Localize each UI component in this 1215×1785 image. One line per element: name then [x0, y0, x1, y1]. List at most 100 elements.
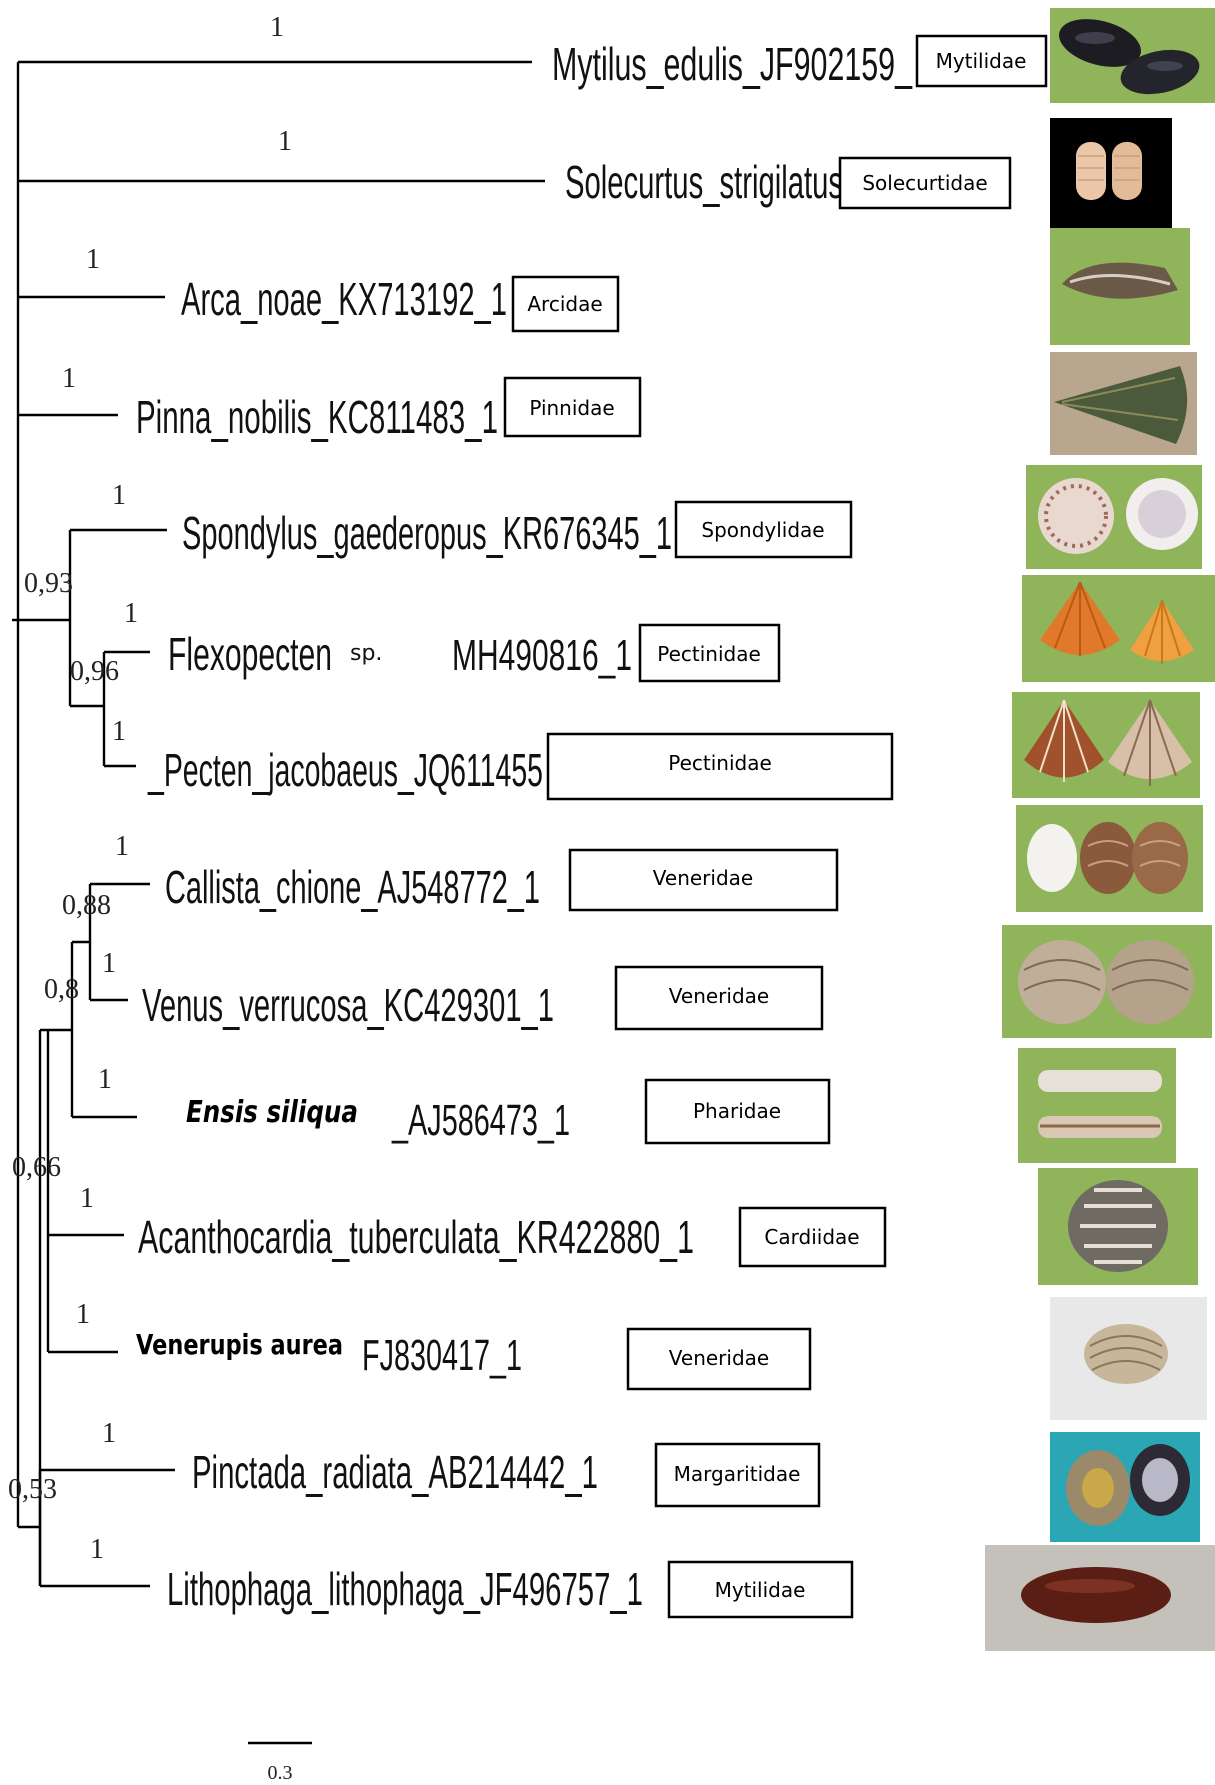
family-box-cardiidae: Cardiidae	[740, 1208, 885, 1266]
support-acanthocardia: 1	[80, 1183, 94, 1214]
family-box-pinnidae: Pinnidae	[505, 378, 640, 436]
taxon-name: Callista_chione	[165, 861, 361, 913]
support-venus: 1	[102, 948, 116, 979]
family-name: Pectinidae	[657, 642, 761, 666]
taxon-accession: _JQ611455	[397, 744, 543, 796]
taxon-accession: _KR422880_1	[499, 1211, 694, 1263]
taxon-ensis-accession: _AJ586473_1	[391, 1096, 570, 1145]
taxon-accession: _AB214442_1	[411, 1446, 598, 1498]
family-name: Veneridae	[669, 1346, 769, 1370]
family-name: Margaritidae	[674, 1462, 801, 1486]
support-ensis: 1	[98, 1064, 112, 1095]
taxon-name: Acanthocardia_tuberculata	[138, 1211, 500, 1263]
taxon-acanthocardia: Acanthocardia_tuberculata_KR422880_1	[138, 1211, 694, 1263]
support-pinctada: 1	[102, 1418, 116, 1449]
taxon-name: Venus_verrucosa	[142, 979, 368, 1031]
node-support-096: 0,96	[70, 656, 119, 687]
taxon-pinna: Pinna_nobilis_KC811483_1	[136, 391, 498, 443]
family-box-arcidae: Arcidae	[513, 277, 618, 331]
taxon-lithophaga: Lithophaga_lithophaga_JF496757_1	[167, 1563, 643, 1615]
support-lithophaga: 1	[90, 1534, 104, 1565]
photo-callista-chione	[1016, 805, 1203, 912]
taxon-venerupis-accession: FJ830417_1	[362, 1331, 522, 1380]
family-name: Veneridae	[653, 866, 753, 890]
taxon-name: Spondylus_gaederopus	[182, 507, 487, 559]
node-support-066: 0,66	[12, 1152, 61, 1183]
photo-pecten-jacobaeus	[1012, 692, 1200, 798]
taxon-flexopecten-accession: MH490816_1	[452, 631, 632, 680]
taxon-spondylus: Spondylus_gaederopus_KR676345_1	[182, 507, 672, 559]
taxon-arca: Arca_noae_KX713192_1	[181, 273, 507, 325]
family-name: Mytilidae	[936, 49, 1027, 73]
family-box-solecurtidae: Solecurtidae	[840, 158, 1010, 208]
photo-ensis-siliqua	[1018, 1048, 1176, 1163]
node-support-093: 0,93	[24, 568, 73, 599]
shell-photos	[985, 8, 1215, 1651]
taxon-name: Solecurtus_strigilatus	[565, 156, 843, 208]
taxon-flexopecten: Flexopecten	[168, 628, 332, 680]
support-pinna: 1	[62, 363, 76, 394]
photo-pinna-nobilis	[1050, 352, 1197, 455]
photo-pinctada-radiata	[1050, 1432, 1200, 1542]
scale-bar: 0.3	[248, 1743, 312, 1784]
photo-flexopecten	[1022, 575, 1215, 682]
photo-acanthocardia	[1038, 1168, 1198, 1285]
family-box-veneridae-1: Veneridae	[570, 850, 837, 910]
family-name: Mytilidae	[715, 1578, 806, 1602]
family-box-pharidae: Pharidae	[646, 1080, 829, 1143]
support-pecten: 1	[112, 716, 126, 747]
node-support-053: 0,53	[8, 1474, 57, 1505]
family-box-mytilidae: Mytilidae	[917, 36, 1046, 86]
photo-arca-noae	[1050, 228, 1190, 345]
taxon-accession: _KX713192_1	[321, 273, 507, 325]
support-mytilus: 1	[270, 12, 284, 43]
family-name: Spondylidae	[701, 518, 824, 542]
taxon-pecten: _Pecten_jacobaeus_JQ611455	[147, 744, 543, 796]
support-callista: 1	[115, 831, 129, 862]
family-name: Cardiidae	[764, 1225, 859, 1249]
taxon-name: Pinctada_radiata	[192, 1446, 412, 1498]
node-support-08: 0,8	[44, 974, 79, 1005]
taxon-accession: _JF496757_1	[463, 1563, 643, 1615]
family-box-veneridae-2: Veneridae	[616, 967, 822, 1029]
taxon-name: Arca_noae	[181, 273, 322, 325]
family-name: Pinnidae	[529, 396, 614, 420]
taxon-venerupis: Venerupis aurea	[136, 1328, 343, 1361]
family-name: Pectinidae	[668, 751, 772, 775]
family-name: Arcidae	[527, 292, 602, 316]
taxon-name: Pinna_nobilis	[136, 391, 312, 443]
taxon-pinctada: Pinctada_radiata_AB214442_1	[192, 1446, 598, 1498]
scale-bar-label: 0.3	[268, 1762, 293, 1784]
taxon-name: Lithophaga_lithophaga	[167, 1563, 464, 1615]
family-box-mytilidae-2: Mytilidae	[669, 1562, 852, 1617]
taxon-solecurtus: Solecurtus_strigilatus	[565, 156, 843, 208]
taxon-accession: _KR676345_1	[486, 507, 672, 559]
family-box-margaritidae: Margaritidae	[656, 1444, 819, 1506]
photo-mytilus-edulis	[1050, 8, 1215, 103]
photo-solecurtus	[1050, 118, 1172, 228]
taxon-name: Mytilus_edulis	[552, 38, 743, 90]
taxon-venus: Venus_verrucosa_KC429301_1	[142, 979, 554, 1031]
taxon-accession: _KC811483_1	[311, 391, 498, 443]
photo-venerupis-aurea	[1050, 1297, 1207, 1420]
taxon-ensis: Ensis siliqua	[186, 1095, 358, 1130]
family-name: Pharidae	[693, 1099, 781, 1123]
taxon-accession: _JF902159_	[742, 38, 913, 90]
taxon-name: Flexopecten	[168, 628, 332, 680]
taxon-mytilus: Mytilus_edulis_JF902159_	[552, 38, 913, 90]
family-name: Veneridae	[669, 984, 769, 1008]
taxon-accession: _AJ548772_1	[361, 861, 540, 913]
photo-venus-verrucosa	[1002, 925, 1212, 1038]
support-venerupis: 1	[76, 1299, 90, 1330]
family-box-pectinidae-1: Pectinidae	[640, 625, 779, 681]
taxon-name: _Pecten_jacobaeus	[147, 744, 398, 796]
family-name: Solecurtidae	[862, 171, 987, 195]
family-box-spondylidae: Spondylidae	[676, 502, 851, 557]
support-flexopecten: 1	[124, 598, 138, 629]
photo-spondylus	[1026, 465, 1202, 569]
support-arca: 1	[86, 244, 100, 275]
family-labels: Mytilidae Solecurtidae Arcidae Pinnidae …	[505, 36, 1046, 1617]
taxon-flexopecten-sp: sp.	[350, 641, 382, 666]
taxon-callista: Callista_chione_AJ548772_1	[165, 861, 540, 913]
